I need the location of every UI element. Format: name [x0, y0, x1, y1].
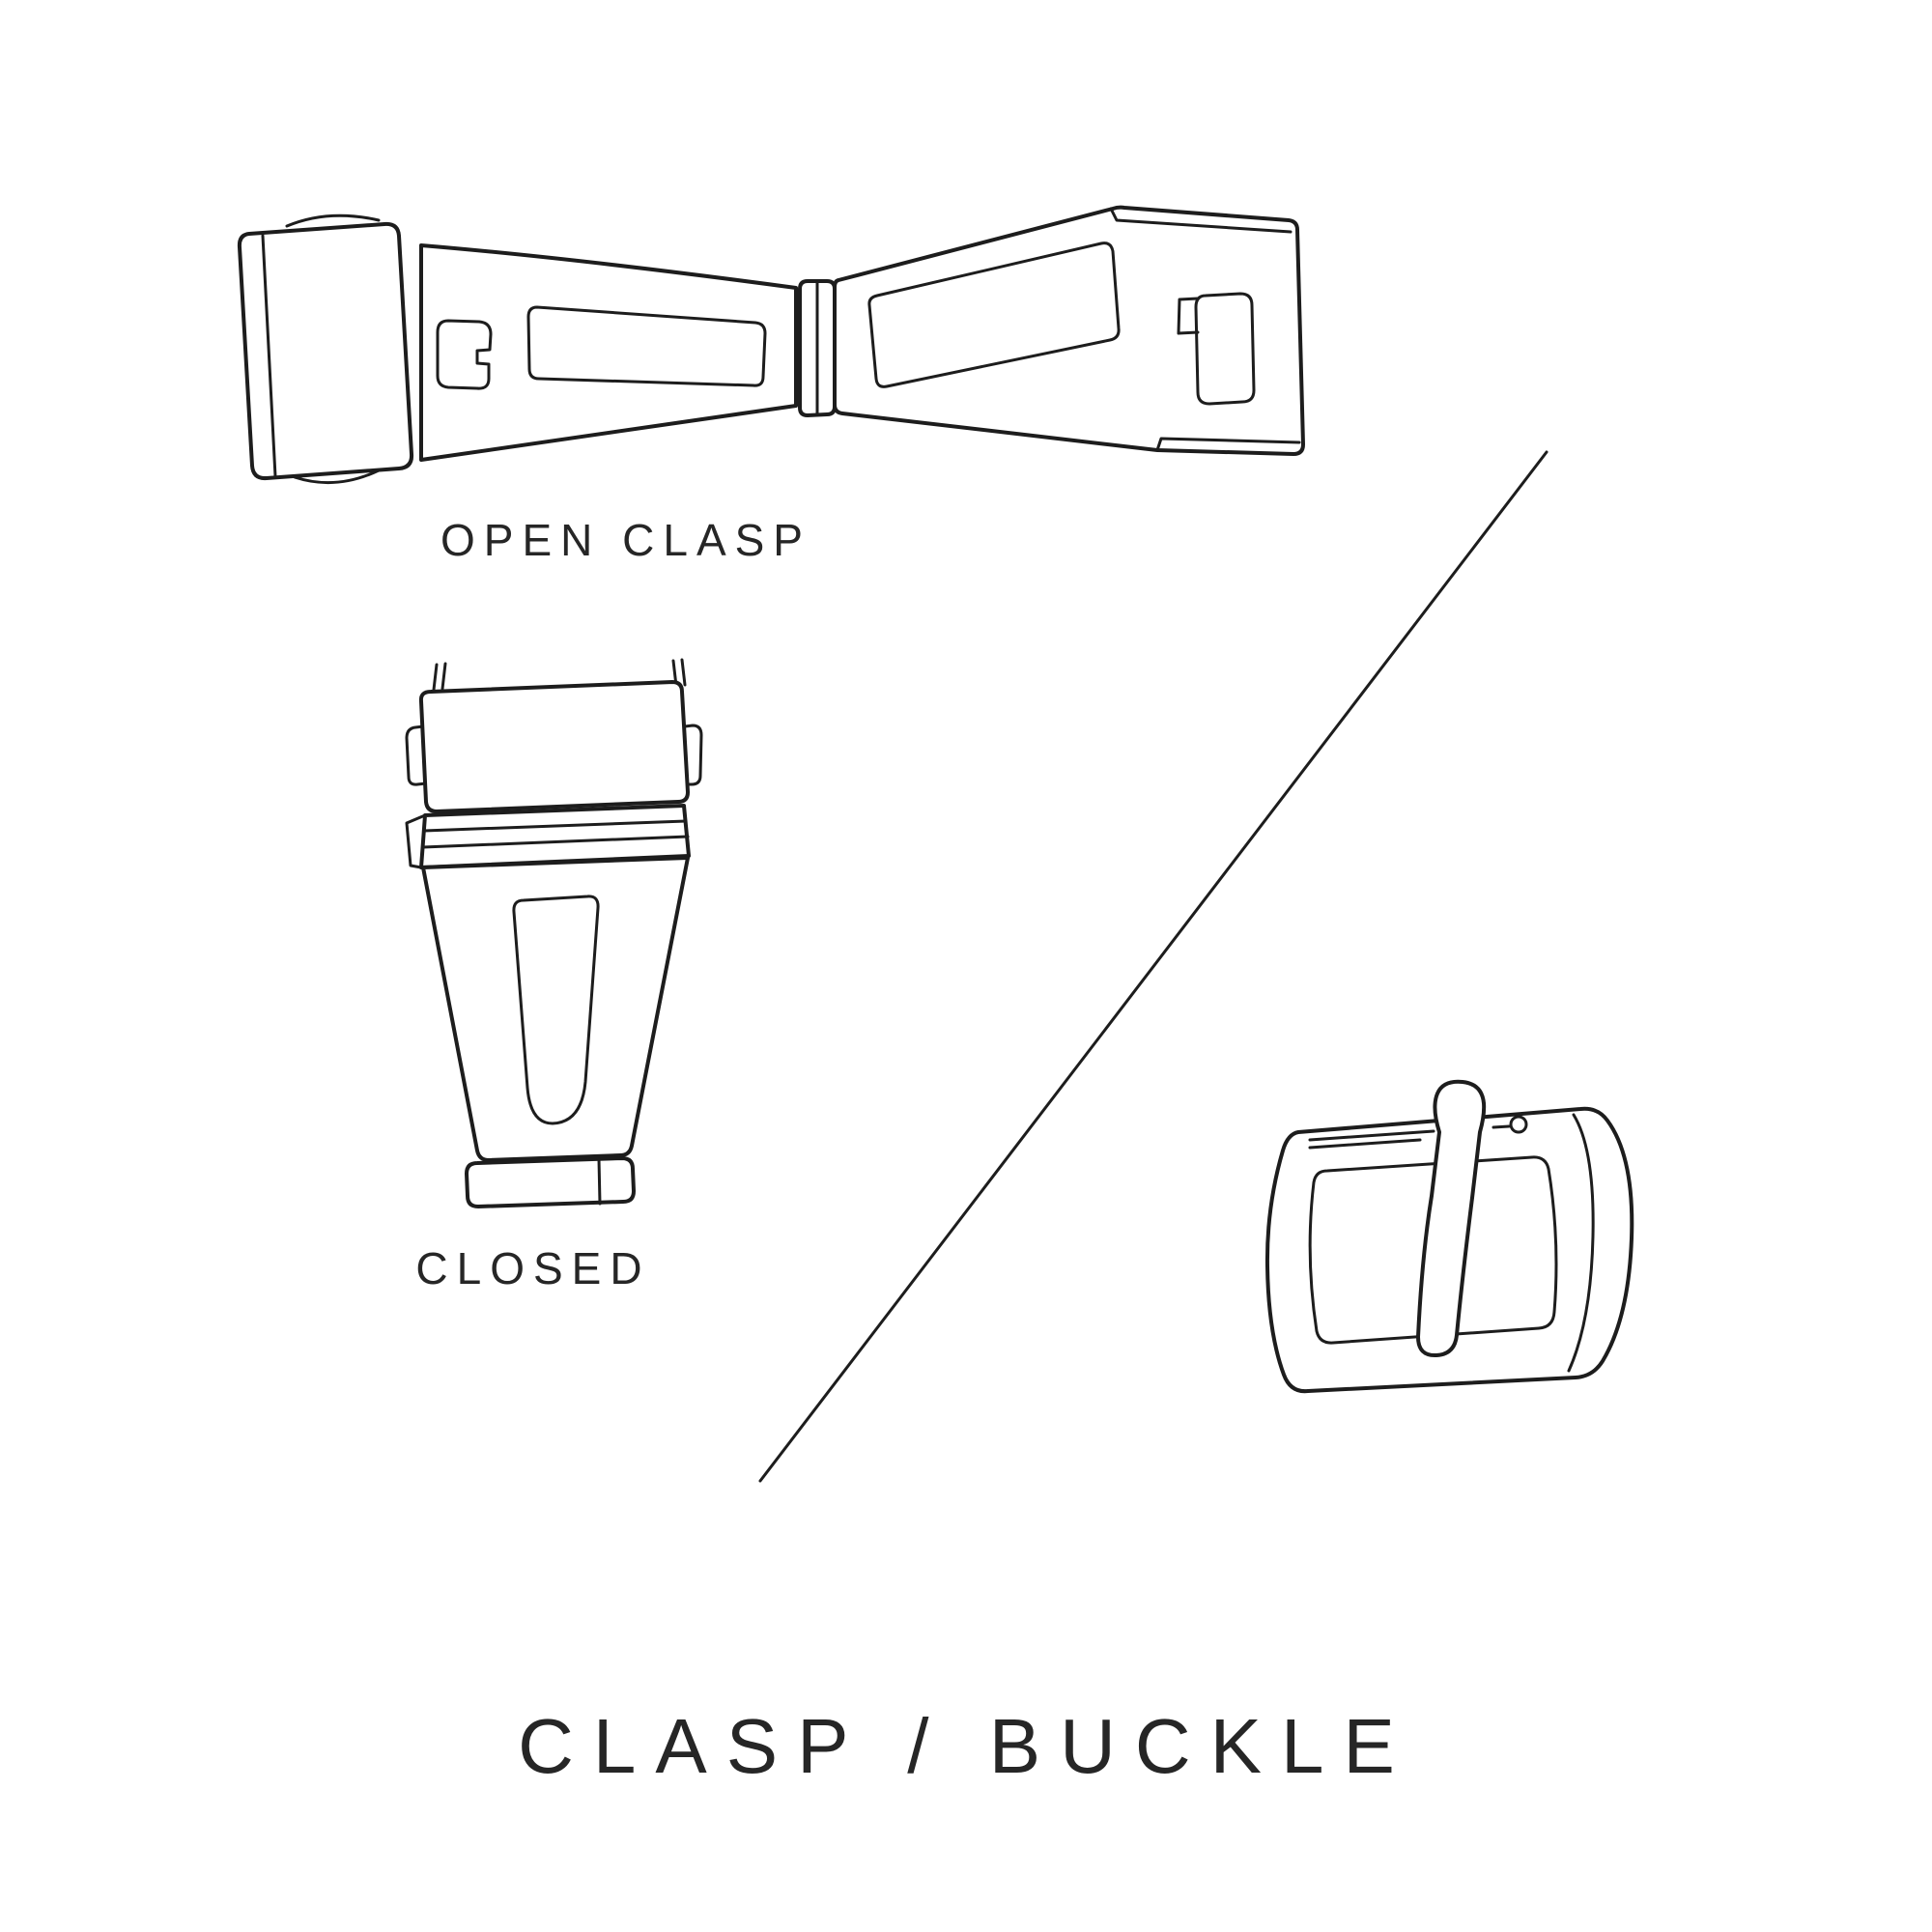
right-arm-bottom-step [1155, 437, 1301, 452]
right-ear [682, 724, 703, 786]
right-arm-cutout [1194, 292, 1256, 406]
buckle-tang [1416, 1079, 1487, 1358]
page-title: CLASP / BUCKLE [518, 1703, 1414, 1789]
body-window [512, 895, 600, 1125]
left-arm-notch [436, 319, 493, 390]
left-arm-window [526, 305, 767, 387]
band-flap [405, 813, 427, 869]
band-outline [419, 804, 691, 869]
left-arm-outline [419, 243, 798, 462]
end-link-top-band [285, 213, 381, 228]
left-ear [405, 724, 428, 786]
band-lines [421, 819, 690, 849]
buckle-bar-ring [1509, 1115, 1528, 1134]
right-arm-top-step [1109, 207, 1293, 234]
divider-line [758, 450, 1548, 1483]
top-block [418, 680, 690, 813]
buckle-frame-inner-edge [1567, 1113, 1595, 1373]
buckle-illustration [1264, 1079, 1634, 1394]
body-outline [421, 856, 690, 1162]
buckle-window [1308, 1155, 1558, 1345]
buckle-bar-lower-line [1308, 1138, 1422, 1150]
end-link-outline [237, 221, 414, 481]
right-arm-cutout-tab [1177, 297, 1200, 335]
right-arm-window [867, 242, 1121, 388]
end-link-fold-line [261, 234, 277, 478]
open-clasp-label: OPEN CLASP [440, 515, 811, 565]
foot-line [597, 1157, 602, 1206]
foot [465, 1156, 636, 1208]
open-clasp-illustration [237, 205, 1305, 485]
closed-clasp-illustration [405, 658, 703, 1208]
buckle-bar [1308, 1124, 1511, 1142]
left-prong [432, 662, 447, 692]
closed-clasp-label: CLOSED [415, 1243, 651, 1293]
end-link-bottom-band [293, 469, 381, 485]
right-arm-outline [833, 205, 1305, 456]
